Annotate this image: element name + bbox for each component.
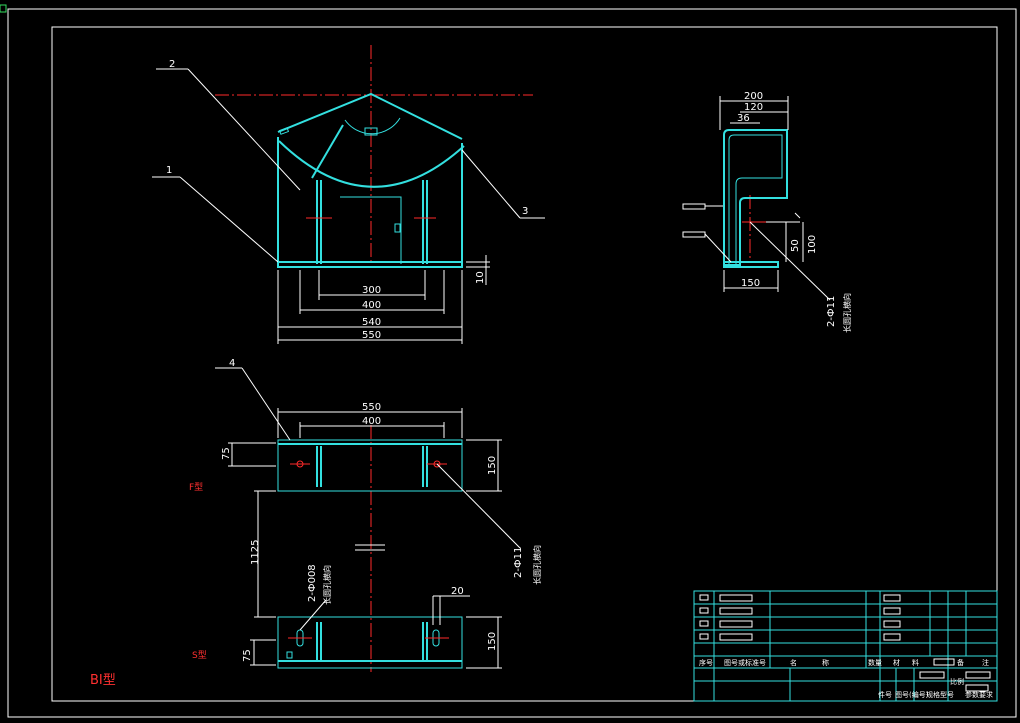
side-note-qty: 2-Ф11 — [826, 296, 837, 327]
dim-400: 400 — [362, 300, 381, 311]
inner-frame — [51, 26, 998, 702]
front-leaders: 2 1 3 — [152, 59, 545, 263]
label-model: BI型 — [90, 673, 116, 688]
label-f-type: F型 — [189, 482, 203, 493]
tb-head-8: 备 — [957, 658, 964, 667]
label-s-type: S型 — [192, 650, 207, 661]
plan-note-right-qty: 2-Ф11 — [513, 547, 524, 578]
cursor-marker — [0, 4, 7, 13]
plan-note-left-desc: 长圆孔横向 — [322, 565, 332, 605]
dim-200: 200 — [744, 91, 763, 102]
tb-head-7: 料 — [912, 658, 919, 667]
side-view: 200 120 36 150 50 100 2-Ф11 长圆孔横向 — [682, 91, 852, 333]
dim-120: 120 — [744, 102, 763, 113]
dim-150-side: 150 — [741, 278, 760, 289]
plan-dim-75b: 75 — [242, 649, 253, 662]
plan-view-f: 550 400 75 150 2-Ф11 长圆孔横向 4 — [215, 358, 542, 672]
plan-dim-150a: 150 — [487, 456, 498, 475]
plan-dim-20: 20 — [451, 586, 464, 597]
tb-head-5: 数量 — [868, 658, 882, 667]
tb-head-4: 称 — [822, 658, 829, 667]
dim-10: 10 — [475, 271, 486, 284]
side-note-desc: 长圆孔横向 — [842, 293, 852, 333]
plan-dim-1125: 1125 — [250, 540, 261, 565]
dim-36: 36 — [737, 113, 750, 124]
plan-view-s: 1125 75 150 20 2-Ф008 长圆孔横向 — [242, 490, 502, 669]
dim-550: 550 — [362, 330, 381, 341]
tb-bottom-4: 参数要求 — [965, 690, 993, 699]
tb-head-1: 序号 — [699, 658, 713, 667]
tb-bottom-3: 规格型号 — [926, 690, 954, 699]
tb-bottom-1: 件号 — [878, 690, 892, 699]
balloon-2: 2 — [169, 59, 175, 70]
dim-540: 540 — [362, 317, 381, 328]
plan-dim-400: 400 — [362, 416, 381, 427]
plan-dim-75a: 75 — [221, 447, 232, 460]
tb-head-3: 名 — [790, 658, 797, 667]
tb-head-6: 材 — [893, 658, 900, 667]
balloon-4: 4 — [229, 358, 235, 369]
dim-100: 100 — [807, 235, 818, 254]
plan-dim-150b: 150 — [487, 632, 498, 651]
outer-frame — [7, 8, 1017, 718]
front-view — [215, 45, 533, 268]
dim-50: 50 — [790, 239, 801, 252]
balloon-1: 1 — [166, 165, 172, 176]
tb-head-2: 图号或标准号 — [724, 658, 766, 667]
tb-mark: 比例 — [950, 677, 964, 686]
front-dimensions: 300 400 540 550 10 — [277, 255, 490, 344]
tb-bottom-2: 图号(编号) — [895, 690, 929, 699]
balloon-3: 3 — [522, 206, 528, 217]
plan-note-left-qty: 2-Ф008 — [307, 564, 318, 602]
title-block: 序号 图号或标准号 名 称 数量 材 料 备 注 件号 图号(编号) 规格型号 … — [693, 590, 998, 702]
plan-dim-550: 550 — [362, 402, 381, 413]
plan-note-right-desc: 长圆孔横向 — [532, 545, 542, 585]
tb-head-9: 注 — [982, 658, 989, 667]
dim-300: 300 — [362, 285, 381, 296]
